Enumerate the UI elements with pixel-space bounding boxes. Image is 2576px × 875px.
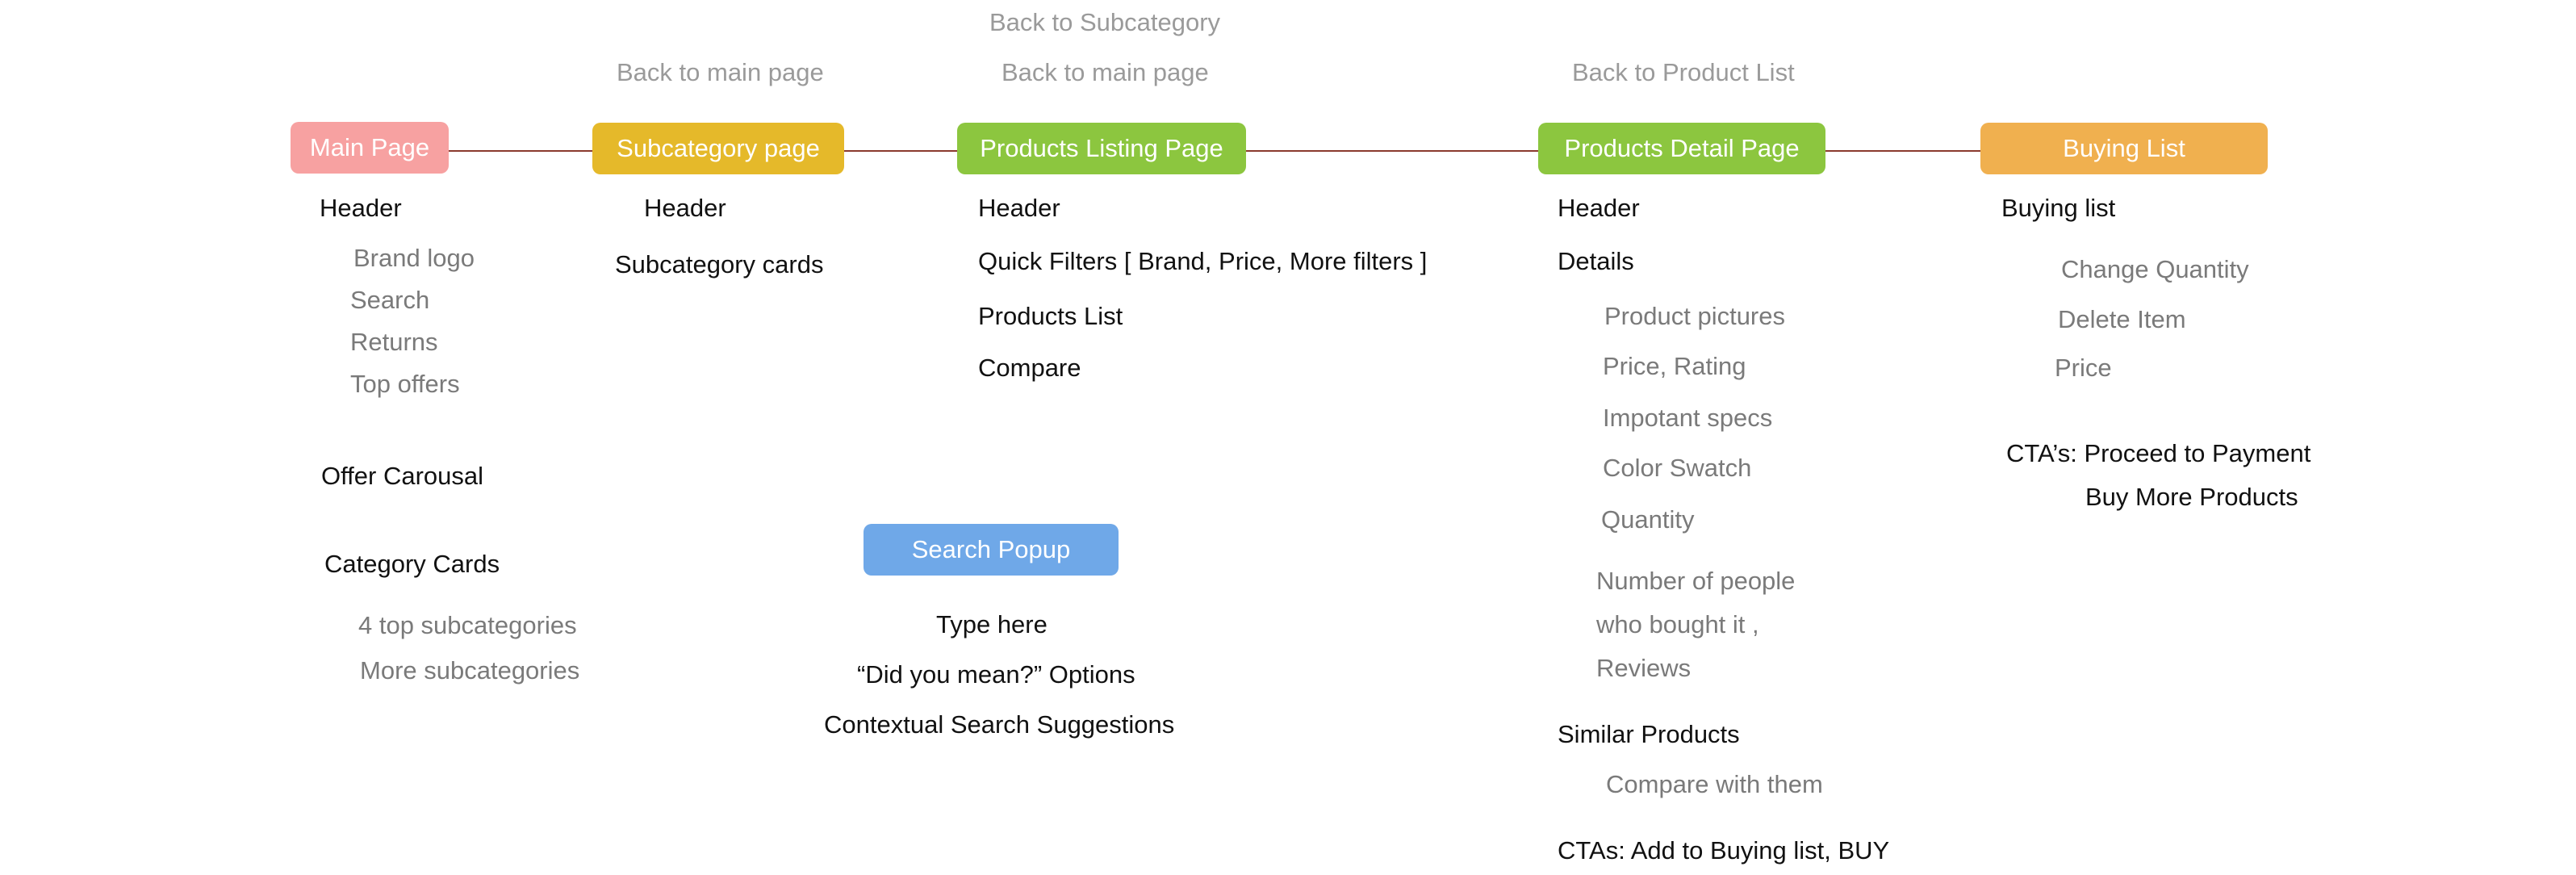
node-products-detail-page[interactable]: Products Detail Page — [1538, 123, 1825, 174]
buying-title: Buying list — [2001, 194, 2116, 222]
buying-item: Change Quantity — [2061, 255, 2249, 283]
main-offer-carousel: Offer Carousal — [321, 462, 484, 490]
node-main-page[interactable]: Main Page — [291, 122, 449, 174]
connector-subcategory-listing — [844, 150, 957, 152]
detail-ctas: CTAs: Add to Buying list, BUY — [1558, 836, 1890, 865]
search-popup-item: Type here — [936, 610, 1048, 638]
detail-item: Product pictures — [1604, 302, 1785, 330]
buying-cta-line2: Buy More Products — [2085, 483, 2298, 511]
connector-listing-detail — [1246, 150, 1538, 152]
back-to-main-from-listing[interactable]: Back to main page — [1002, 58, 1209, 86]
listing-header: Header — [978, 194, 1060, 222]
buying-item: Delete Item — [2058, 305, 2186, 333]
listing-quick-filters: Quick Filters [ Brand, Price, More filte… — [978, 247, 1428, 275]
main-header: Header — [320, 194, 402, 222]
detail-header: Header — [1558, 194, 1640, 222]
detail-people-line: who bought it , — [1596, 610, 1759, 638]
main-category-item: More subcategories — [360, 656, 580, 685]
main-header-item: Top offers — [350, 370, 460, 398]
buying-cta-line1: CTA’s: Proceed to Payment — [2006, 439, 2311, 467]
back-to-main-from-subcategory[interactable]: Back to main page — [617, 58, 824, 86]
detail-compare-with: Compare with them — [1606, 770, 1823, 798]
detail-similar-products: Similar Products — [1558, 720, 1740, 748]
main-category-cards: Category Cards — [324, 550, 500, 578]
detail-item: Price, Rating — [1603, 352, 1746, 380]
listing-products-list: Products List — [978, 302, 1123, 330]
detail-item: Quantity — [1601, 505, 1695, 534]
main-header-item: Search — [350, 286, 430, 314]
search-popup-item: “Did you mean?” Options — [857, 660, 1135, 689]
main-header-item: Brand logo — [353, 244, 475, 272]
search-popup-item: Contextual Search Suggestions — [824, 710, 1175, 739]
connector-detail-buying — [1825, 150, 1980, 152]
node-subcategory-page[interactable]: Subcategory page — [592, 123, 844, 174]
main-header-item: Returns — [350, 328, 438, 356]
subcategory-header: Header — [644, 194, 726, 222]
node-products-listing-page[interactable]: Products Listing Page — [957, 123, 1246, 174]
detail-item: Color Swatch — [1603, 454, 1752, 482]
listing-compare: Compare — [978, 354, 1081, 382]
back-to-product-list[interactable]: Back to Product List — [1572, 58, 1795, 86]
detail-people-line: Reviews — [1596, 654, 1692, 682]
main-category-item: 4 top subcategories — [358, 611, 577, 639]
back-to-subcategory[interactable]: Back to Subcategory — [989, 8, 1221, 36]
node-search-popup[interactable]: Search Popup — [864, 524, 1119, 576]
detail-item: Impotant specs — [1603, 404, 1773, 432]
connector-main-subcategory — [449, 150, 592, 152]
detail-people-line: Number of people — [1596, 567, 1796, 595]
buying-item: Price — [2055, 354, 2112, 382]
subcategory-cards: Subcategory cards — [615, 250, 824, 278]
detail-details: Details — [1558, 247, 1634, 275]
node-buying-list[interactable]: Buying List — [1980, 123, 2268, 174]
